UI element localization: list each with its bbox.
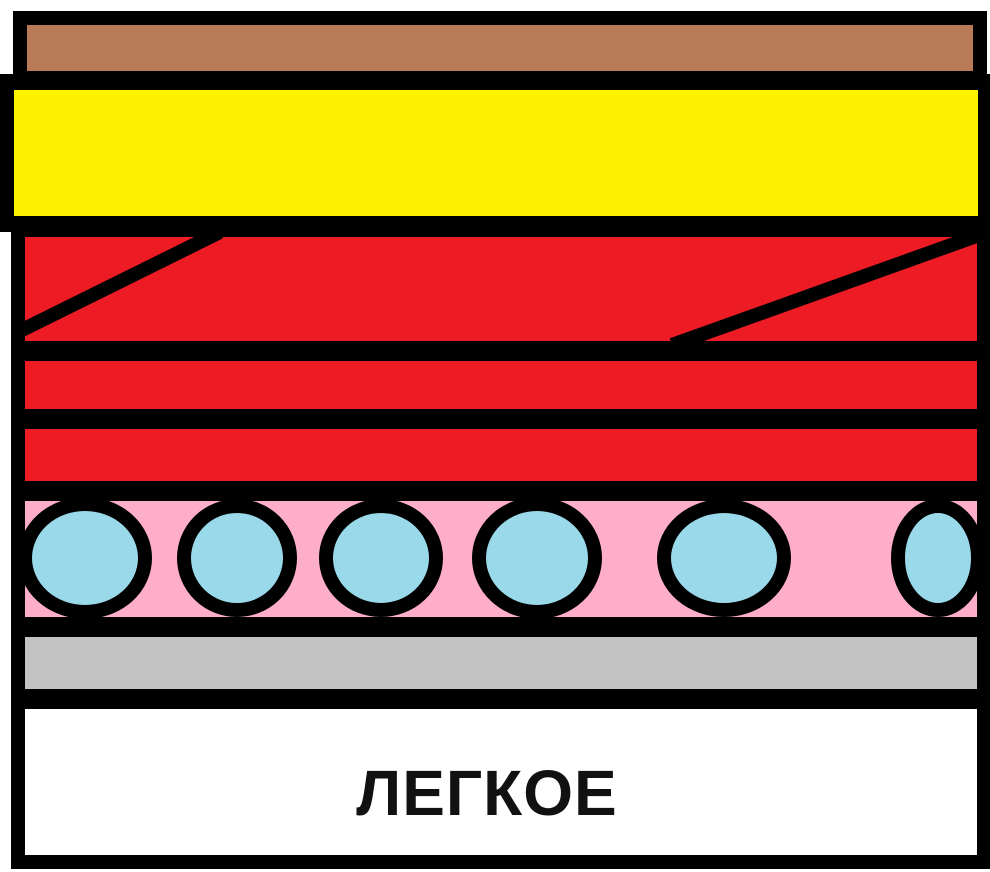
- circles: [18, 497, 985, 619]
- circle: [18, 497, 152, 619]
- yellow-band: [0, 74, 990, 232]
- circle: [657, 499, 791, 617]
- brown-band: [13, 11, 987, 85]
- red-band-1: [11, 347, 990, 423]
- white-label-band: [11, 695, 990, 869]
- gray-band: [11, 623, 990, 703]
- circle: [177, 499, 297, 617]
- circle: [319, 499, 443, 617]
- diagonal-line-left: [18, 225, 224, 337]
- diagonal-line-right: [669, 227, 985, 352]
- red-band-2: [11, 415, 990, 495]
- circle: [891, 499, 985, 617]
- label-text: ЛЕГКОЕ: [356, 757, 617, 829]
- circle: [472, 497, 602, 619]
